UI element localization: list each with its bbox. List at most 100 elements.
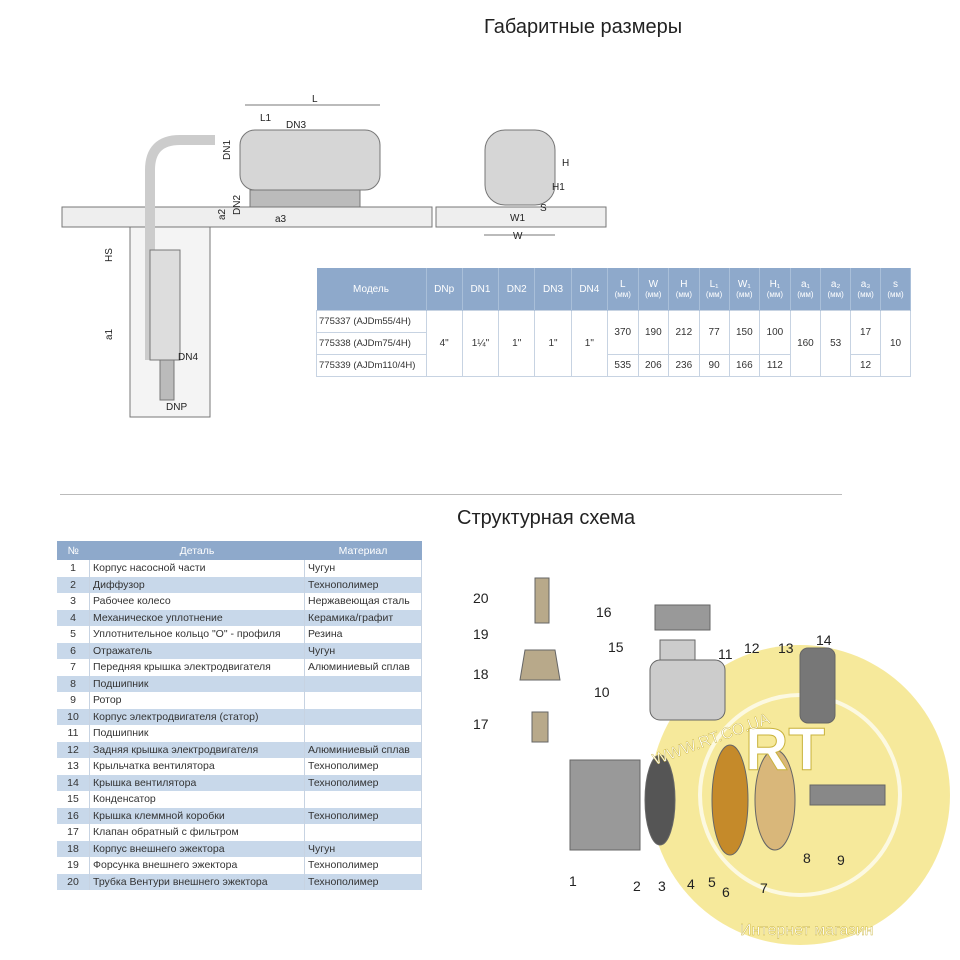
part-cell: Подшипник [89, 725, 305, 742]
H1-cell: 112 [759, 354, 791, 377]
part-cell: Задняя крышка электродвигателя [89, 741, 305, 758]
part-cell: Корпус внешнего эжектора [89, 840, 305, 857]
label-a1: a1 [104, 328, 115, 340]
material-cell [304, 675, 422, 692]
number-cell: 10 [57, 708, 90, 725]
material-cell [304, 824, 422, 841]
L1-cell: 90 [698, 354, 730, 377]
part-cell: Клапан обратный с фильтром [89, 824, 305, 841]
header-dn2: DN2 [498, 268, 536, 311]
part-cell: Механическое уплотнение [89, 609, 305, 626]
part-number-label: 18 [473, 666, 489, 682]
model-cell: 775338 (AJDm75/4H) [316, 332, 427, 355]
part-number-label: 20 [473, 590, 489, 606]
material-cell [304, 692, 422, 709]
header-a1: a₁(мм) [790, 268, 822, 311]
L1-cell: 77 [698, 310, 730, 355]
part-cell: Ротор [89, 692, 305, 709]
watermark-caption: Интернет магазин [740, 922, 873, 939]
header-H: H(мм) [668, 268, 700, 311]
number-cell: 14 [57, 774, 90, 791]
number-cell: 17 [57, 824, 90, 841]
model-cell: 775337 (AJDm55/4H) [316, 310, 427, 333]
part-number-label: 14 [816, 632, 832, 648]
part-number-label: 11 [718, 646, 733, 662]
part-number-label: 9 [837, 852, 845, 868]
a3-cell: 17 [850, 310, 882, 355]
watermark-logo-text: RT [745, 716, 825, 783]
material-cell: Чугун [304, 642, 422, 659]
number-cell: 12 [57, 741, 90, 758]
part-number-label: 16 [596, 604, 612, 620]
part-cell: Передняя крышка электродвигателя [89, 659, 305, 676]
part-number-label: 3 [658, 878, 666, 894]
part-cell: Уплотнительное кольцо "О" - профиля [89, 626, 305, 643]
part-cell: Корпус насосной части [89, 560, 305, 577]
part-number-label: 5 [708, 874, 716, 890]
part-number-label: 2 [633, 878, 641, 894]
part-cell: Крыльчатка вентилятора [89, 758, 305, 775]
a1-cell: 160 [789, 310, 822, 377]
label-W: W [513, 231, 523, 242]
table-row: 775337 (AJDm55/4H) 4" 1¼" 1" 1" 1" 370 1… [316, 310, 911, 377]
material-cell: Алюминиевый сплав [304, 659, 422, 676]
material-cell: Резина [304, 626, 422, 643]
part-number-label: 6 [722, 884, 730, 900]
header-number: № [57, 541, 90, 560]
header-L1: L₁(мм) [699, 268, 730, 311]
number-cell: 16 [57, 807, 90, 824]
number-cell: 7 [57, 659, 90, 676]
material-cell: Технополимер [304, 873, 422, 890]
material-cell [304, 725, 422, 742]
dn2-cell: 1" [498, 310, 536, 377]
number-cell: 1 [57, 560, 90, 577]
dnp-cell: 4" [425, 310, 463, 377]
number-cell: 4 [57, 609, 90, 626]
part-number-label: 12 [744, 640, 760, 656]
exploded-view [519, 577, 886, 856]
part-number-label: 19 [473, 626, 489, 642]
H1-cell: 100 [759, 310, 791, 355]
header-dn3: DN3 [534, 268, 572, 311]
label-a3: a3 [275, 214, 287, 225]
material-cell: Технополимер [304, 807, 422, 824]
part-cell: Форсунка внешнего эжектора [89, 857, 305, 874]
number-cell: 9 [57, 692, 90, 709]
W-cell: 206 [637, 354, 670, 377]
part-cell: Корпус электродвигателя (статор) [89, 708, 305, 725]
header-W1: W₁(мм) [729, 268, 761, 311]
header-a2: a₂(мм) [820, 268, 852, 311]
W1-cell: 166 [728, 354, 761, 377]
dn4-cell: 1" [570, 310, 608, 377]
number-cell: 11 [57, 725, 90, 742]
header-H1: H₁(мм) [759, 268, 791, 311]
part-cell: Крышка клеммной коробки [89, 807, 305, 824]
number-cell: 3 [57, 593, 90, 610]
L-cell: 535 [606, 354, 639, 377]
structure-title: Структурная схема [457, 507, 636, 529]
number-cell: 13 [57, 758, 90, 775]
H-cell: 212 [668, 310, 700, 355]
header-dn1: DN1 [462, 268, 500, 311]
material-cell: Керамика/графит [304, 609, 422, 626]
header-part: Деталь [89, 541, 305, 560]
part-number-label: 4 [687, 876, 695, 892]
W1-cell: 150 [728, 310, 761, 355]
part-cell: Крышка вентилятора [89, 774, 305, 791]
number-cell: 19 [57, 857, 90, 874]
part-number-label: 8 [803, 850, 811, 866]
a3-cell: 12 [850, 354, 882, 377]
